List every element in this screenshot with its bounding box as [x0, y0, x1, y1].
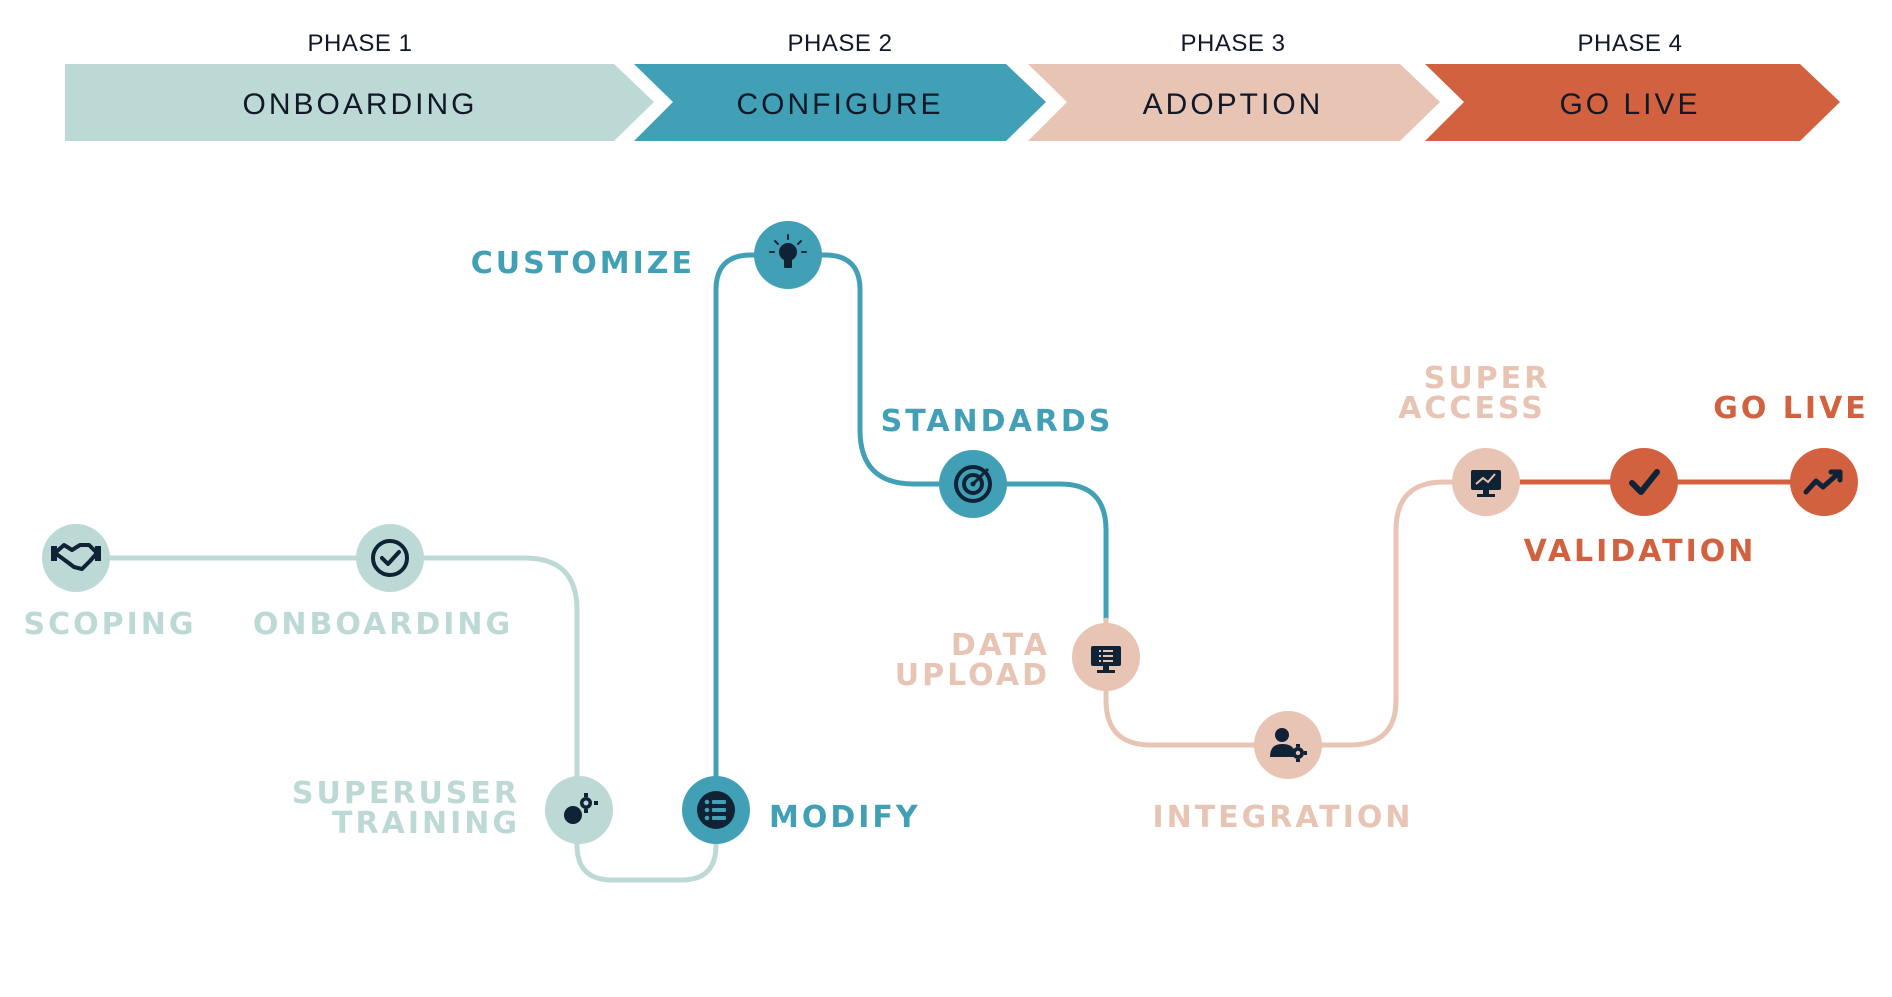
phase-1-label: PHASE 1: [308, 30, 413, 57]
scoping-label: SCOPING: [23, 607, 196, 642]
phase-1-arrow: [65, 64, 654, 141]
superuser-training-label-line1: SUPERUSER: [292, 776, 520, 811]
step-modify[interactable]: [682, 776, 750, 844]
step-scoping[interactable]: [42, 524, 110, 592]
phase-4-label: PHASE 4: [1578, 30, 1683, 57]
check-icon: [1629, 469, 1660, 495]
go-live-label: GO LIVE: [1713, 391, 1869, 426]
handshake-icon: [51, 543, 101, 571]
onboarding-label: ONBOARDING: [253, 607, 513, 642]
phase-3-title: ADOPTION: [1143, 88, 1324, 121]
list-icon: [697, 791, 735, 829]
validation-label: VALIDATION: [1524, 534, 1757, 569]
step-integration[interactable]: [1254, 711, 1322, 779]
gears-icon: [564, 793, 598, 824]
phase-header: PHASE 1 PHASE 2 PHASE 3 PHASE 4 ONBOARDI…: [65, 30, 1840, 141]
super-access-label-line1: SUPER: [1424, 361, 1551, 396]
trend-up-icon: [1803, 469, 1843, 495]
super-access-label-line2: ACCESS: [1398, 391, 1546, 426]
step-data-upload[interactable]: [1072, 623, 1140, 691]
monitor-list-icon: [1091, 646, 1121, 673]
phase-3-label: PHASE 3: [1181, 30, 1286, 57]
phase-2-title: CONFIGURE: [737, 88, 944, 121]
step-super-access[interactable]: [1452, 448, 1520, 516]
monitor-chart-icon: [1471, 470, 1501, 497]
lightbulb-icon: [769, 234, 807, 268]
step-customize[interactable]: [754, 221, 822, 289]
phase-4-title: GO LIVE: [1559, 88, 1700, 121]
step-superuser-training[interactable]: [545, 776, 613, 844]
data-upload-label-line2: UPLOAD: [895, 658, 1050, 693]
phase-3-connector: [1103, 479, 1489, 748]
step-go-live[interactable]: [1790, 448, 1858, 516]
customize-label: CUSTOMIZE: [471, 246, 695, 281]
step-validation[interactable]: [1610, 448, 1678, 516]
modify-label: MODIFY: [769, 800, 921, 835]
superuser-training-label-line2: TRAINING: [332, 806, 520, 841]
check-circle-icon: [371, 539, 409, 577]
phase-2-connector: [713, 252, 1109, 813]
integration-label: INTEGRATION: [1152, 800, 1413, 835]
phase-1-title: ONBOARDING: [242, 88, 477, 121]
phase-3-arrow: [1028, 64, 1440, 141]
target-icon: [954, 465, 992, 503]
phase-4-arrow: [1425, 64, 1840, 141]
step-standards[interactable]: [939, 450, 1007, 518]
step-onboarding[interactable]: [356, 524, 424, 592]
phase-2-arrow: [634, 64, 1046, 141]
standards-label: STANDARDS: [881, 404, 1114, 439]
data-upload-label-line1: DATA: [951, 628, 1050, 663]
phase-1-connector: [73, 555, 719, 883]
phase-2-label: PHASE 2: [788, 30, 893, 57]
user-gear-icon: [1270, 728, 1307, 762]
